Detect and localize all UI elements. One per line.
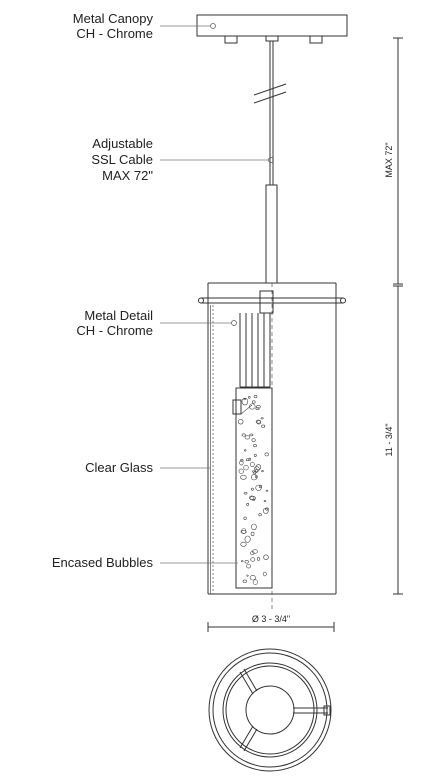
bubble [239, 460, 244, 466]
bubble [242, 579, 247, 583]
bubble [250, 531, 255, 537]
bubble [245, 458, 250, 462]
bubble [249, 433, 254, 437]
cable-length-dimension: MAX 72" [384, 142, 394, 177]
bubble [253, 453, 257, 457]
bubble [252, 549, 259, 554]
cable-label-line3: MAX 72" [102, 168, 153, 183]
bubble [244, 435, 251, 440]
bubble [238, 468, 244, 474]
diameter-dimension: Ø 3 - 3/4" [252, 614, 290, 624]
bubble [244, 449, 247, 452]
bubble [253, 471, 257, 475]
bubble [240, 541, 247, 547]
bubble [250, 557, 256, 562]
bubble [238, 419, 244, 425]
detail-label-line1: Metal Detail [84, 308, 153, 323]
bubble [265, 507, 269, 511]
bubble [256, 557, 261, 561]
bubble [261, 470, 264, 473]
bubble [263, 500, 267, 503]
canopy-label-line1: Metal Canopy [73, 11, 154, 26]
bubble [265, 489, 269, 492]
detail-label-line2: CH - Chrome [76, 323, 153, 338]
bottom-view [208, 648, 332, 772]
bubble [262, 507, 269, 514]
bubble [243, 464, 249, 471]
bubble [240, 458, 244, 462]
bubble [251, 487, 254, 491]
bubble [253, 395, 258, 399]
bubble [260, 417, 264, 420]
bubble [249, 496, 256, 501]
bubble [244, 535, 251, 543]
bubble [255, 407, 260, 411]
bubble [252, 400, 256, 404]
bubble [251, 523, 257, 531]
bubble [255, 419, 262, 424]
bubble [258, 513, 262, 517]
bubble [243, 398, 246, 401]
ssl-cable [253, 41, 287, 284]
bubbles-label: Encased Bubbles [52, 555, 154, 570]
height-dimension: 11 - 3/4" [384, 423, 394, 456]
bubble [251, 438, 256, 442]
bubble [243, 492, 248, 495]
callout-detail: Metal Detail CH - Chrome [76, 308, 153, 338]
encased-bubbles-panel [232, 387, 273, 589]
cable-label-line1: Adjustable [92, 136, 153, 151]
bubble [246, 564, 251, 569]
bubble [254, 466, 260, 472]
bubble [241, 528, 247, 534]
cable-label-line2: SSL Cable [91, 152, 153, 167]
canopy-label-line2: CH - Chrome [76, 26, 153, 41]
bubble [255, 464, 262, 471]
bubble [264, 452, 269, 457]
bubble [240, 474, 247, 480]
callout-canopy: Metal Canopy CH - Chrome [73, 11, 154, 41]
bubble [252, 579, 258, 585]
bubble [241, 397, 249, 406]
bubble [243, 516, 247, 520]
bubble [241, 433, 246, 437]
bubble [249, 495, 255, 500]
bubble [262, 571, 267, 577]
glass-label: Clear Glass [85, 460, 153, 475]
bubble [251, 474, 258, 481]
dimension-lines [207, 37, 403, 632]
bubble [246, 502, 250, 506]
bubble [250, 461, 255, 468]
bubble [249, 403, 256, 410]
bubble [246, 574, 249, 577]
metal-canopy [196, 14, 348, 44]
callout-cable: Adjustable SSL Cable MAX 72" [91, 136, 153, 183]
leader-lines [160, 25, 269, 564]
bubble [249, 575, 256, 581]
bubble [258, 484, 263, 489]
bubble [256, 405, 261, 409]
metal-detail [231, 290, 274, 388]
bubble [253, 444, 257, 448]
bubble [240, 560, 244, 563]
bubbles [238, 395, 269, 585]
bubble [248, 395, 251, 399]
bubble [263, 554, 269, 560]
bubble [261, 424, 266, 428]
bubble [244, 560, 249, 564]
